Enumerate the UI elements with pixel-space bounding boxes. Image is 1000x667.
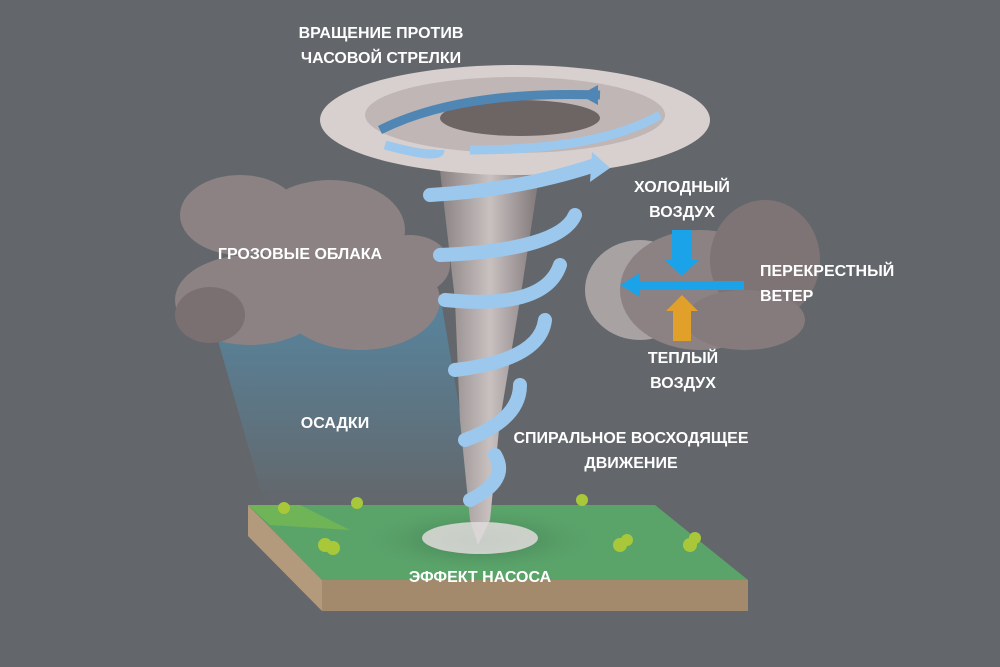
ground-block (248, 505, 748, 611)
thunderclouds-left (175, 175, 450, 350)
label-cold-air-line1: ХОЛОДНЫЙ (634, 177, 730, 196)
label-rotation-line2: ЧАСОВОЙ СТРЕЛКИ (301, 48, 461, 67)
label-warm-air-line2: ВОЗДУХ (650, 375, 716, 392)
label-cold-air-line2: ВОЗДУХ (649, 204, 715, 221)
thunderclouds-right (585, 200, 820, 350)
label-thunderclouds: ГРОЗОВЫЕ ОБЛАКА (218, 246, 383, 263)
cold-air-arrow (665, 230, 699, 276)
rotating-cloud-top (320, 65, 710, 175)
precipitation-area (215, 295, 475, 505)
crosswind-arrow (620, 273, 744, 297)
spiral-updraft (423, 152, 610, 507)
label-crosswind-line2: ВЕТЕР (760, 288, 814, 305)
trees (278, 494, 701, 555)
label-spiral-line2: ДВИЖЕНИЕ (584, 455, 678, 472)
label-precipitation: ОСАДКИ (301, 415, 369, 432)
label-spiral-line1: СПИРАЛЬНОЕ ВОСХОДЯЩЕЕ (514, 430, 749, 447)
label-crosswind-line1: ПЕРЕКРЕСТНЫЙ (760, 261, 894, 280)
pump-swirl (422, 522, 538, 554)
label-rotation-line1: ВРАЩЕНИЕ ПРОТИВ (299, 25, 464, 42)
warm-air-arrow (666, 295, 698, 341)
label-pump-effect: ЭФФЕКТ НАСОСА (409, 569, 552, 586)
label-warm-air-line1: ТЕПЛЫЙ (648, 348, 718, 367)
